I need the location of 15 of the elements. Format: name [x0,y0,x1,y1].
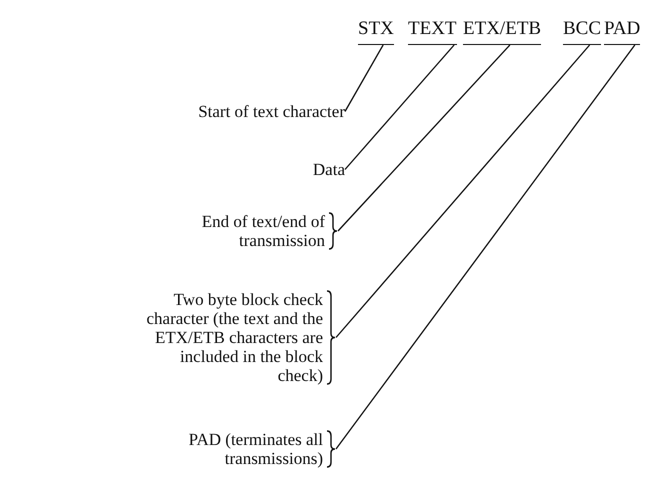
description-text: Data [312,160,345,179]
leader-line [344,44,455,170]
field-label: ETX/ETB [463,18,542,45]
leader-line [344,44,384,112]
leader-line [335,44,636,450]
description-text: PAD (terminates all transmissions) [188,430,323,468]
field-label: TEXT [408,18,457,45]
description-text: Start of text character [198,102,345,121]
description-text: Two byte block check character (the text and the ETX/ETB characters are included in the block check) [145,290,323,385]
field-label: BCC [563,18,602,45]
leader-line [336,44,590,338]
leader-line [338,44,510,232]
field-label: STX [358,18,394,45]
description-text: End of text/end of transmission [200,212,325,250]
field-label: PAD [604,18,640,45]
